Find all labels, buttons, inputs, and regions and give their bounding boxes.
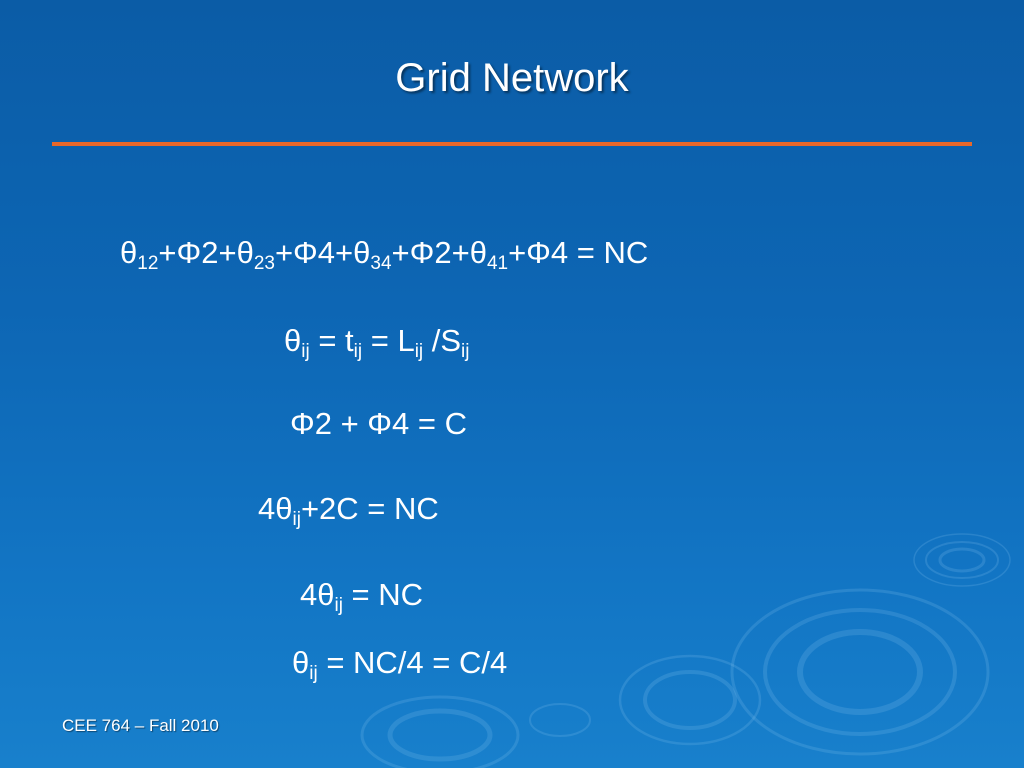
eq-subscript: 34 bbox=[370, 253, 392, 274]
title-divider-rule bbox=[52, 142, 972, 146]
equation-simplified: 4θij = NC bbox=[300, 576, 424, 616]
eq-text: θ bbox=[284, 323, 302, 358]
eq-text: = t bbox=[309, 323, 354, 358]
eq-text: +Φ4 = NC bbox=[508, 235, 649, 270]
eq-subscript: 23 bbox=[253, 253, 275, 274]
equation-phase-sum: Φ2 + Φ4 = C bbox=[290, 405, 467, 443]
eq-text: +Φ2+θ bbox=[158, 235, 254, 270]
equation-substituted: 4θij+2C = NC bbox=[258, 490, 439, 530]
equation-loop-sum: θ12+Φ2+θ23+Φ4+θ34+Φ2+θ41+Φ4 = NC bbox=[120, 234, 649, 274]
eq-text: = NC/4 = C/4 bbox=[317, 645, 508, 680]
eq-text: θ bbox=[120, 235, 138, 270]
eq-text: Φ2 + Φ4 = C bbox=[290, 406, 467, 441]
eq-subscript: 41 bbox=[486, 253, 509, 274]
eq-text: +Φ4+θ bbox=[274, 235, 371, 270]
equation-offset-definition: θij = tij = Lij /Sij bbox=[284, 322, 470, 362]
eq-text: θ bbox=[292, 645, 310, 680]
eq-text: /S bbox=[423, 323, 462, 358]
eq-text: = NC bbox=[342, 577, 424, 612]
eq-subscript: 12 bbox=[137, 253, 159, 274]
eq-subscript: ij bbox=[461, 341, 470, 362]
eq-subscript: ij bbox=[334, 595, 343, 616]
eq-subscript: ij bbox=[301, 341, 310, 362]
eq-subscript: ij bbox=[309, 663, 318, 684]
eq-subscript: ij bbox=[414, 341, 424, 362]
equation-result: θij = NC/4 = C/4 bbox=[292, 644, 508, 684]
eq-subscript: ij bbox=[292, 509, 301, 530]
eq-text: +Φ2+θ bbox=[391, 235, 487, 270]
slide-title: Grid Network bbox=[395, 56, 629, 100]
eq-subscript: ij bbox=[353, 341, 363, 362]
eq-text: = L bbox=[362, 323, 415, 358]
eq-text: +2C = NC bbox=[300, 491, 439, 526]
eq-text: 4θ bbox=[258, 491, 293, 526]
slide-footer: CEE 764 – Fall 2010 bbox=[62, 716, 219, 735]
eq-text: 4θ bbox=[300, 577, 335, 612]
